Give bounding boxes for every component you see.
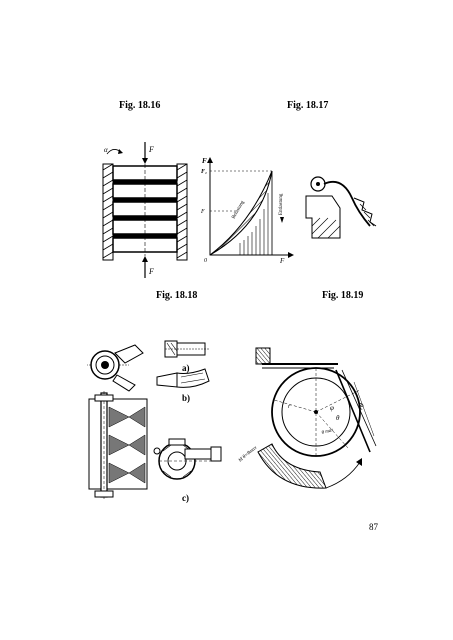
label-origin: 0 xyxy=(204,258,207,264)
figure-18-17-hysteresis-diagram: F F₁ F 0 F Belastung Entlastung xyxy=(200,157,294,265)
label-y-max: F₁ xyxy=(201,169,207,175)
label-phi: φ xyxy=(330,404,334,412)
figure-18-16-stacked-springs: F α F xyxy=(102,142,188,278)
figure-18-17-cam-sketch xyxy=(305,176,377,239)
label-y-axis: F xyxy=(202,157,207,165)
label-r-theta: rθ xyxy=(356,402,366,411)
label-top-force: F xyxy=(148,145,154,154)
label-unloading: Entlastung xyxy=(279,193,284,215)
caption-fig-18-18: Fig. 18.18 xyxy=(156,290,198,301)
label-x-axis: F xyxy=(279,257,285,265)
label-subfigure-c: c) xyxy=(182,493,189,503)
label-m-theta: M θ=θmax xyxy=(238,445,259,464)
label-angle: α xyxy=(104,146,108,154)
caption-fig-18-17: Fig. 18.17 xyxy=(287,100,329,111)
page-number: 87 xyxy=(369,522,378,532)
caption-fig-18-19: Fig. 18.19 xyxy=(322,290,364,301)
label-bottom-force: F xyxy=(148,267,154,276)
label-y-mid: F xyxy=(200,209,205,215)
label-theta: θ xyxy=(336,414,340,422)
label-loading: Belastung xyxy=(231,200,246,220)
figure-18-19-torsion-spring: r φ θ θ max rθ M θ=θmax xyxy=(238,347,377,489)
label-subfigure-a: a) xyxy=(182,363,190,373)
figure-18-18-rubber-joints xyxy=(87,340,222,501)
label-subfigure-b: b) xyxy=(182,393,191,403)
label-theta-max: θ max xyxy=(321,428,335,436)
caption-fig-18-16: Fig. 18.16 xyxy=(119,100,161,111)
label-r: r xyxy=(288,404,291,410)
